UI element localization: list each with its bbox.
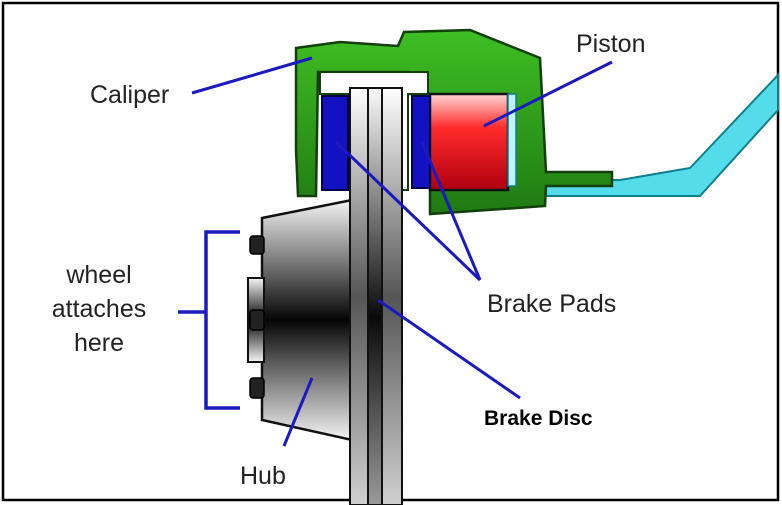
wheel-stud [249,235,265,255]
wheel-label-line1: wheel [65,261,131,289]
hub-label: Hub [240,462,286,490]
brake-pads-label: Brake Pads [487,290,616,318]
piston-leader [483,60,613,128]
hub [260,198,354,442]
brake-disc-core [367,87,383,505]
wheel-stud [249,309,265,331]
brake-disc-label: Brake Disc [484,407,593,430]
wheel-label-line3: here [74,329,124,357]
brake-pads-leader-outer [420,141,482,281]
brake-disc-leader [377,298,521,400]
wheel-bracket [178,230,240,410]
brake-disc-outer [381,87,403,505]
brake-pads-leader-inner [334,140,482,282]
brake-pad-outer [411,95,431,189]
piston-label: Piston [576,30,645,58]
wheel-stud [249,377,265,399]
piston-shaft [507,93,517,187]
piston [428,92,510,192]
caliper-leader [191,56,313,95]
brake-pad-inner [321,95,349,191]
wheel-label-line2: attaches [52,295,147,323]
caliper-label: Caliper [90,81,169,109]
brake-disc-inner [349,87,369,505]
hub-leader [282,377,314,447]
